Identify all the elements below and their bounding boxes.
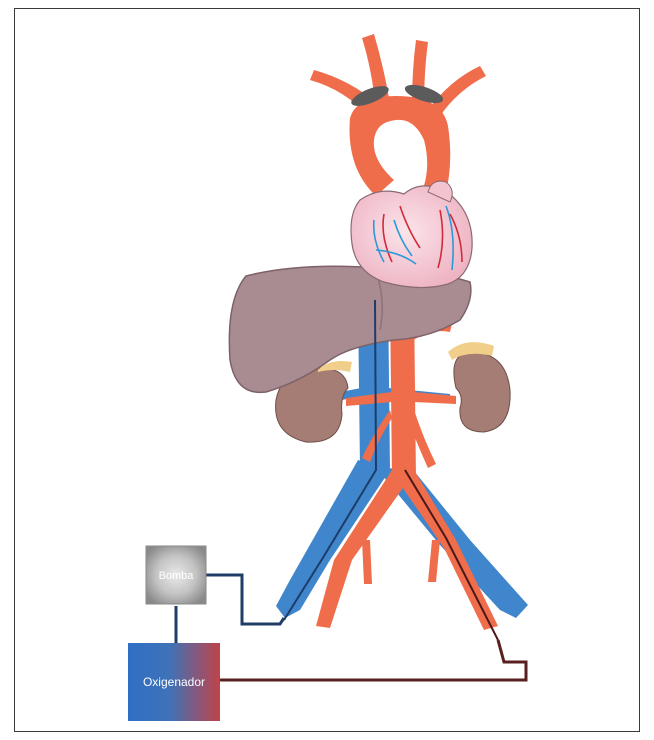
- tube-oxygenator-to-artery: [220, 640, 526, 680]
- oxygenator-label: Oxigenador: [143, 675, 205, 689]
- right-kidney: [454, 352, 510, 432]
- oxygenator-unit: Oxigenador: [128, 643, 220, 721]
- left-internal-iliac: [362, 540, 372, 584]
- pump-label: Bomba: [159, 570, 195, 582]
- heart-body: [351, 186, 472, 288]
- pump-unit: Bomba: [146, 546, 206, 604]
- heart: [351, 181, 472, 287]
- tube-pump-to-vein: [206, 575, 284, 624]
- right-iliac-artery: [396, 470, 498, 630]
- right-internal-iliac: [428, 540, 440, 582]
